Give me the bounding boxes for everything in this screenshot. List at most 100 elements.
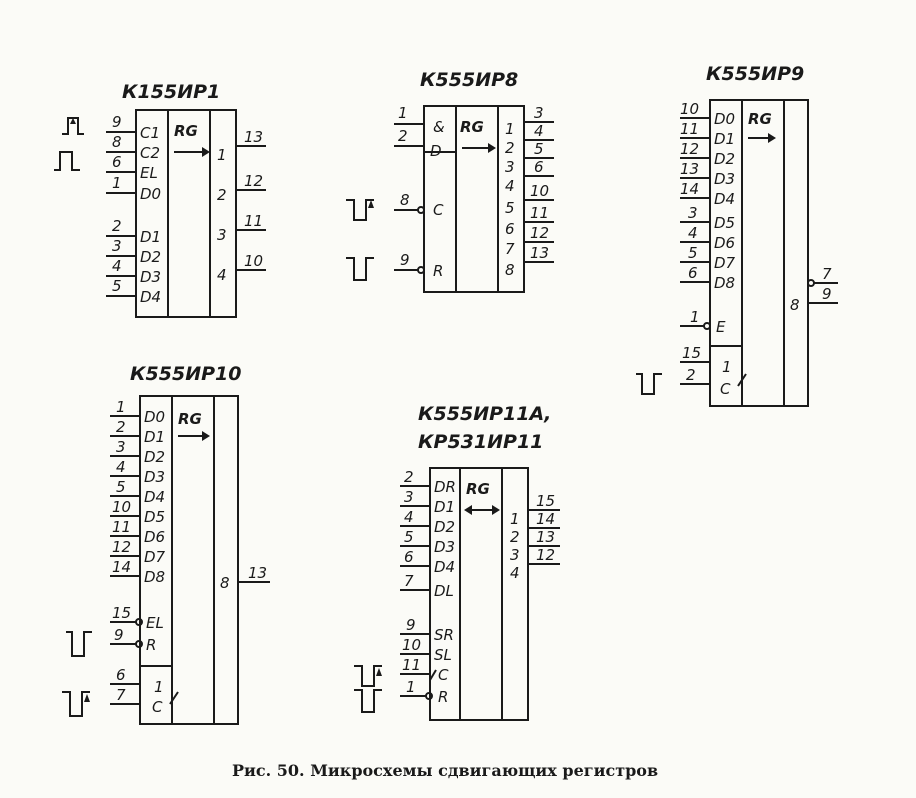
pin-number: 5 [534, 140, 544, 158]
input-label: D3 [144, 468, 165, 486]
pin-number: 1 [112, 174, 122, 192]
chip-body [429, 467, 529, 721]
and-sign: & [433, 118, 445, 136]
input-label: D6 [714, 234, 735, 252]
output-index: 6 [505, 220, 515, 238]
chip-body [135, 109, 237, 318]
pin-number: 7 [116, 686, 126, 704]
pin-number: 1 [690, 308, 700, 326]
output-index: 2 [510, 528, 520, 546]
input-label: D1 [144, 428, 165, 446]
input-label: DR [434, 478, 456, 496]
chip-k155ir1: К155ИР1 RG 9 8 6 1 2 3 4 5 C1 C2 EL D0 D… [54, 81, 266, 318]
input-label: D0 [144, 408, 165, 426]
pin-number: 13 [530, 244, 549, 262]
output-index: 1 [505, 120, 515, 138]
register-symbol: RG [174, 122, 198, 140]
input-label: SL [434, 646, 452, 664]
input-label: D8 [714, 274, 735, 292]
output-index: 3 [217, 226, 227, 244]
pin-number: 4 [116, 458, 126, 476]
input-label: D2 [434, 518, 455, 536]
output-index: 4 [510, 564, 520, 582]
pin-number: 5 [112, 277, 122, 295]
pin-number: 8 [400, 191, 410, 209]
pulse-symbol-icon [346, 257, 374, 281]
input-label: D4 [434, 558, 455, 576]
input-label: R [146, 636, 156, 654]
input-label: E [716, 318, 726, 336]
pin-number: 12 [530, 224, 549, 242]
pin-number: 11 [680, 120, 699, 138]
pin-number: 10 [530, 182, 549, 200]
chip-k555ir8: К555ИР8 RG & 1 2 8 9 D C R 1 2 [346, 69, 554, 293]
input-label: D2 [140, 248, 161, 266]
chip-title: К555ИР8 [420, 69, 518, 91]
pin-number: 2 [398, 127, 408, 145]
input-label: D7 [714, 254, 736, 272]
figure-caption: Рис. 50. Микросхемы сдвигающих регистров [232, 761, 658, 780]
input-label: C2 [140, 144, 160, 162]
pin-number: 2 [404, 468, 414, 486]
pin-number: 3 [112, 237, 122, 255]
input-label: D8 [144, 568, 165, 586]
output-index: 2 [217, 186, 227, 204]
pin-number: 9 [112, 113, 122, 131]
dynamic-input-mark [737, 373, 747, 387]
input-label: D1 [714, 130, 735, 148]
input-label: D [430, 142, 442, 160]
pin-number: 3 [404, 488, 414, 506]
pin-number: 9 [406, 616, 416, 634]
input-label: D4 [714, 190, 735, 208]
input-label: R [433, 262, 443, 280]
input-label: D4 [144, 488, 165, 506]
input-label: C [433, 201, 444, 219]
clock-label: C [152, 698, 163, 716]
input-label: D2 [714, 150, 735, 168]
pin-number: 5 [404, 528, 414, 546]
pulse-symbol-icon [54, 151, 80, 171]
pin-number: 4 [112, 257, 122, 275]
output-index: 7 [505, 240, 515, 258]
output-index: 2 [505, 139, 515, 157]
pulse-symbol-icon [636, 373, 662, 395]
pin-number: 10 [244, 252, 263, 270]
pin-number: 12 [112, 538, 131, 556]
pin-number: 2 [112, 217, 122, 235]
input-label: R [438, 688, 448, 706]
pin-number: 14 [680, 180, 699, 198]
output-index: 8 [220, 574, 230, 592]
pin-number: 11 [244, 212, 263, 230]
input-label: D4 [140, 288, 161, 306]
pin-number: 13 [244, 128, 263, 146]
chip-title: К555ИР10 [130, 363, 241, 385]
pin-number: 13 [536, 528, 555, 546]
pin-number: 12 [680, 140, 699, 158]
pin-number: 13 [680, 160, 699, 178]
pin-number: 11 [402, 656, 421, 674]
pin-number: 3 [688, 204, 698, 222]
input-label: D0 [140, 185, 161, 203]
chip-title: К555ИР9 [706, 63, 804, 85]
input-label: D0 [714, 110, 735, 128]
pin-number: 6 [404, 548, 414, 566]
input-label: EL [146, 614, 164, 632]
pin-number: 6 [688, 264, 698, 282]
input-label: D5 [714, 214, 735, 232]
chip-title-alt: КР531ИР11 [418, 431, 543, 453]
input-label: D3 [140, 268, 161, 286]
pin-number: 11 [112, 518, 131, 536]
pulse-symbol-icon [62, 691, 90, 717]
input-label: D1 [140, 228, 161, 246]
output-index: 5 [505, 199, 515, 217]
pin-number: 1 [116, 398, 126, 416]
input-label: SR [434, 626, 454, 644]
input-label: D1 [434, 498, 455, 516]
chip-title: К555ИР11А, [418, 403, 551, 425]
dynamic-input-mark [429, 669, 437, 681]
pin-number: 3 [116, 438, 126, 456]
input-label: D2 [144, 448, 165, 466]
clock-label: 1 [722, 358, 732, 376]
